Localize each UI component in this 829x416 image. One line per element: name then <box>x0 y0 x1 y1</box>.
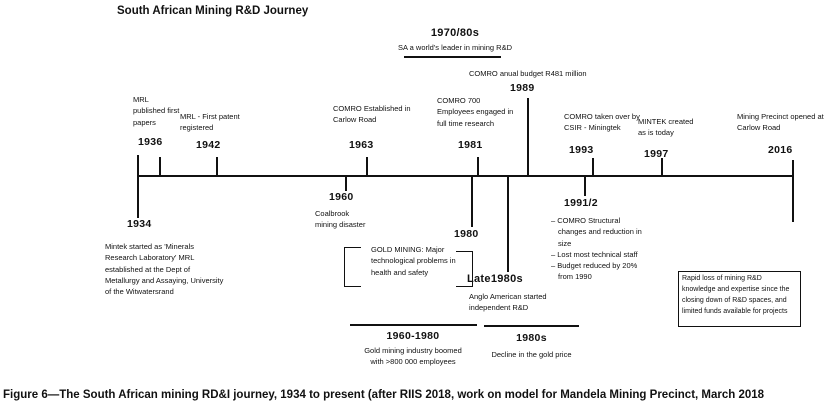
page-title: South African Mining R&D Journey <box>117 5 309 17</box>
loss-note-box: Rapid loss of mining R&D knowledge and e… <box>678 271 801 327</box>
event-text-1997: MINTEK created as is today <box>638 117 694 138</box>
event-text-1963: COMRO Established in Carlow Road <box>333 104 411 125</box>
era-underline <box>404 56 501 58</box>
period-line-1960-1980 <box>350 324 477 326</box>
year-label-late1980s: Late1980s <box>467 273 523 285</box>
event-text-1981: COMRO 700 Employees engaged in full time… <box>437 96 514 128</box>
year-label-1942: 1942 <box>196 139 221 151</box>
bracket-right <box>456 251 473 287</box>
figure-caption: Figure 6—The South African mining RD&I j… <box>3 389 765 401</box>
tick-1993 <box>592 158 594 176</box>
tick-1981 <box>477 157 479 176</box>
year-label-1981: 1981 <box>458 139 483 151</box>
period-label-1960-1980: 1960-1980 <box>386 330 440 342</box>
event-text-1936: MRL published first papers <box>133 95 180 127</box>
marker-line-1934 <box>137 155 139 218</box>
era-1970-80s-label: 1970/80s <box>430 27 480 39</box>
event-text-1942: MRL - First patent registered <box>180 112 240 133</box>
event-text-1993: COMRO taken over by CSIR - Miningtek <box>564 112 640 133</box>
year-label-1991-2: 1991/2 <box>564 197 598 209</box>
year-label-1997: 1997 <box>644 148 669 160</box>
marker-line-2016 <box>792 160 794 222</box>
year-label-1963: 1963 <box>349 139 374 151</box>
year-label-1980: 1980 <box>454 228 479 240</box>
event-text-2016: Mining Precinct opened at Carlow Road <box>737 112 824 133</box>
year-label-1989: 1989 <box>510 82 535 94</box>
tick-1960 <box>345 177 347 191</box>
tick-1936 <box>159 157 161 176</box>
period-label-1980s: 1980s <box>516 332 547 344</box>
event-text-1960: Coalbrook mining disaster <box>315 209 366 230</box>
year-label-1934: 1934 <box>127 218 152 230</box>
gold-mining-note: GOLD MINING: Major technological problem… <box>371 245 456 277</box>
tick-1963 <box>366 157 368 176</box>
tick-1980 <box>471 177 473 227</box>
period-text-1980s: Decline in the gold price <box>491 350 572 359</box>
year-label-2016: 2016 <box>768 144 793 156</box>
tick-1997 <box>661 158 663 176</box>
period-text-1960-1980: Gold mining industry boomed with >800 00… <box>364 346 462 367</box>
event-text-late1980s: Anglo American started independent R&D <box>469 292 547 313</box>
bullet-budget-reduced: – Budget reduced by 20% from 1990 <box>551 261 638 282</box>
event-bullets-1991-2: – COMRO Structural changes and reduction… <box>551 215 643 283</box>
budget-note: COMRO anual budget R481 million <box>469 69 587 78</box>
bracket-left <box>344 247 361 287</box>
year-label-1993: 1993 <box>569 144 594 156</box>
bullet-lost-staff: – Lost most technical staff <box>551 249 638 259</box>
marker-line-late1980s <box>507 177 509 272</box>
bullet-comro-structural: – COMRO Structural changes and reduction… <box>551 216 642 248</box>
tick-1942 <box>216 157 218 176</box>
timeline-axis <box>138 175 794 177</box>
year-label-1960: 1960 <box>329 191 354 203</box>
era-1970-80s-note: SA a world's leader in mining R&D <box>398 43 512 52</box>
event-text-1934: Mintek started as 'Minerals Research Lab… <box>105 242 224 296</box>
year-label-1936: 1936 <box>138 136 163 148</box>
marker-line-1989 <box>527 98 529 176</box>
tick-1991-2 <box>584 177 586 196</box>
period-line-1980s <box>484 325 579 327</box>
